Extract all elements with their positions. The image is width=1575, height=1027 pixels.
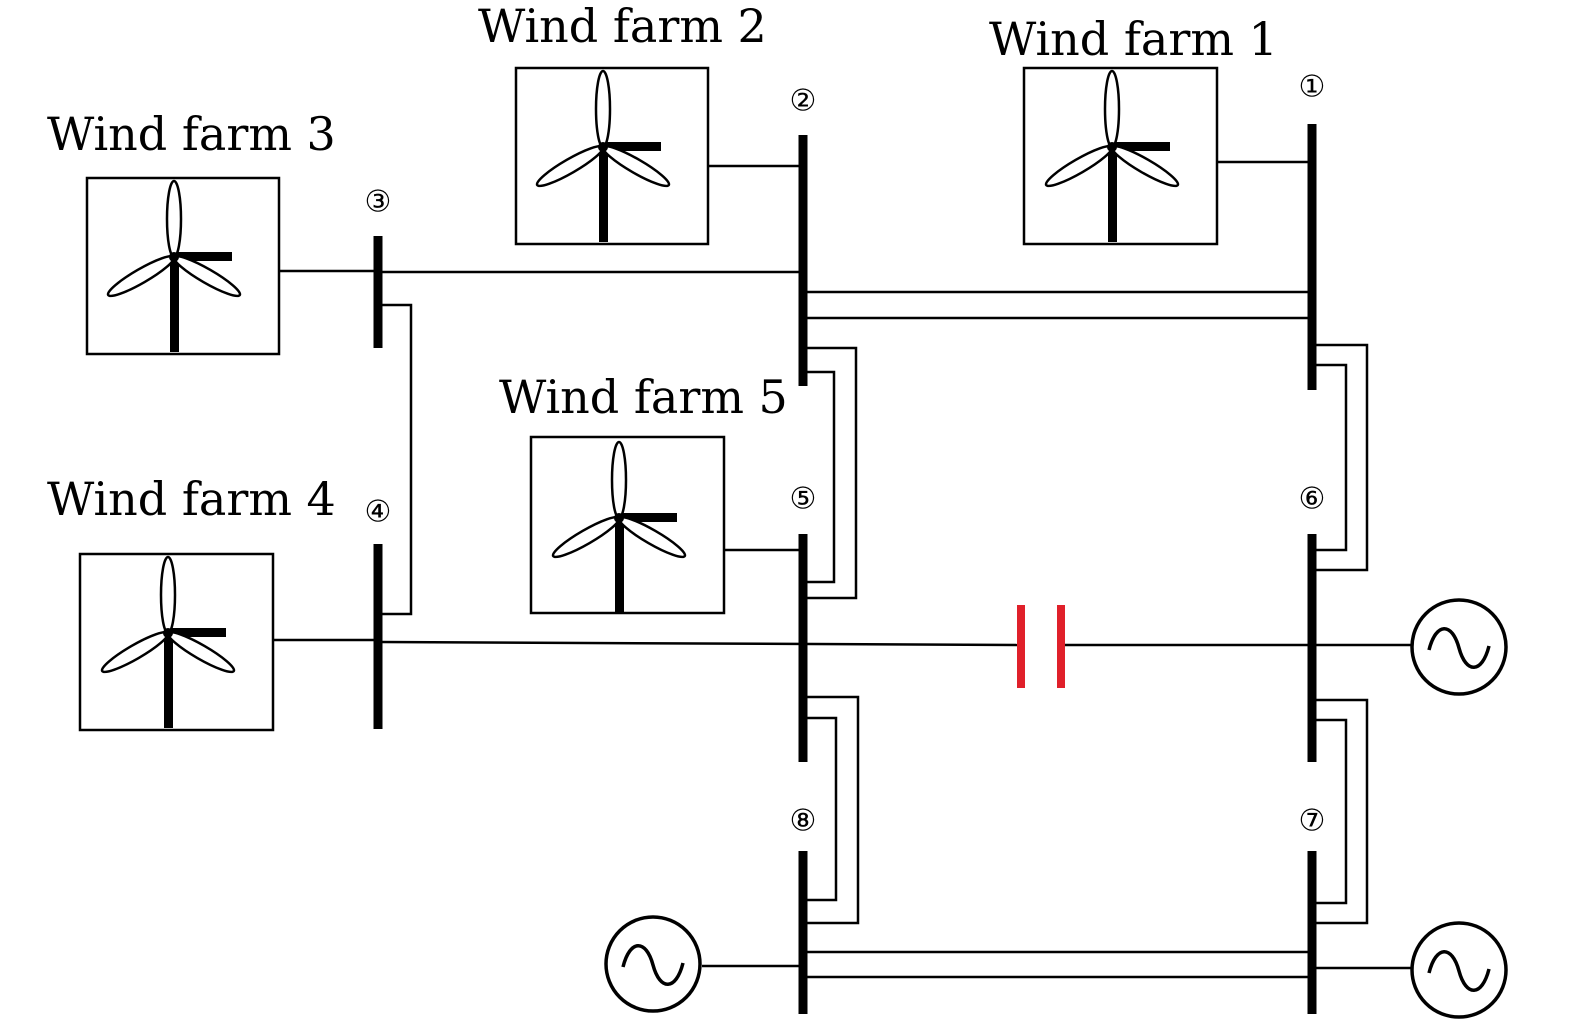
- wind-farm-3: Wind farm 3: [47, 107, 336, 356]
- wind-farm-5: Wind farm 5: [499, 370, 788, 615]
- bus-8-label: ⑧: [790, 804, 817, 839]
- wind-farm-1: Wind farm 1: [989, 12, 1278, 246]
- line-1-2: [803, 290, 1312, 320]
- generator-bus-8: [604, 915, 702, 1013]
- bus-7-label: ⑦: [1299, 804, 1326, 839]
- line-6-7: [1312, 698, 1369, 925]
- buses: [373, 124, 1317, 1014]
- wind-farm-3-label: Wind farm 3: [47, 107, 336, 161]
- wind-farm-2-label: Wind farm 2: [478, 0, 767, 53]
- line-3-4: [378, 303, 413, 616]
- line-5-8: [803, 695, 860, 925]
- bus-3-label: ③: [365, 185, 392, 220]
- bus-4-label: ④: [365, 495, 392, 530]
- bus-numbers: ① ② ③ ④ ⑤ ⑥ ⑦ ⑧: [365, 70, 1326, 839]
- wind-farm-5-label: Wind farm 5: [499, 370, 788, 424]
- line-7-8: [803, 950, 1312, 979]
- generator-bus-6: [1410, 598, 1508, 696]
- wind-farm-3-box: [85, 176, 281, 356]
- line-4-6: [377, 640, 1312, 647]
- generator-bus-7: [1410, 921, 1508, 1019]
- bus-5-label: ⑤: [790, 482, 817, 517]
- wind-farm-1-label: Wind farm 1: [989, 12, 1278, 66]
- bus-1-label: ①: [1299, 70, 1326, 105]
- lines: [273, 160, 1412, 979]
- wind-farm-2: Wind farm 2: [478, 0, 767, 246]
- bus-6-label: ⑥: [1299, 482, 1326, 517]
- sine-wave: [1427, 627, 1491, 669]
- line-2-5: [803, 346, 858, 600]
- line-1-6: [1312, 343, 1369, 572]
- series-capacitor: [1017, 605, 1065, 688]
- sine-wave: [1427, 950, 1491, 992]
- wind-farm-2-box: [514, 66, 710, 246]
- wind-farm-4: Wind farm 4: [47, 472, 336, 732]
- sine-wave: [621, 944, 685, 986]
- bus-2-label: ②: [790, 84, 817, 119]
- wind-farm-4-label: Wind farm 4: [47, 472, 336, 526]
